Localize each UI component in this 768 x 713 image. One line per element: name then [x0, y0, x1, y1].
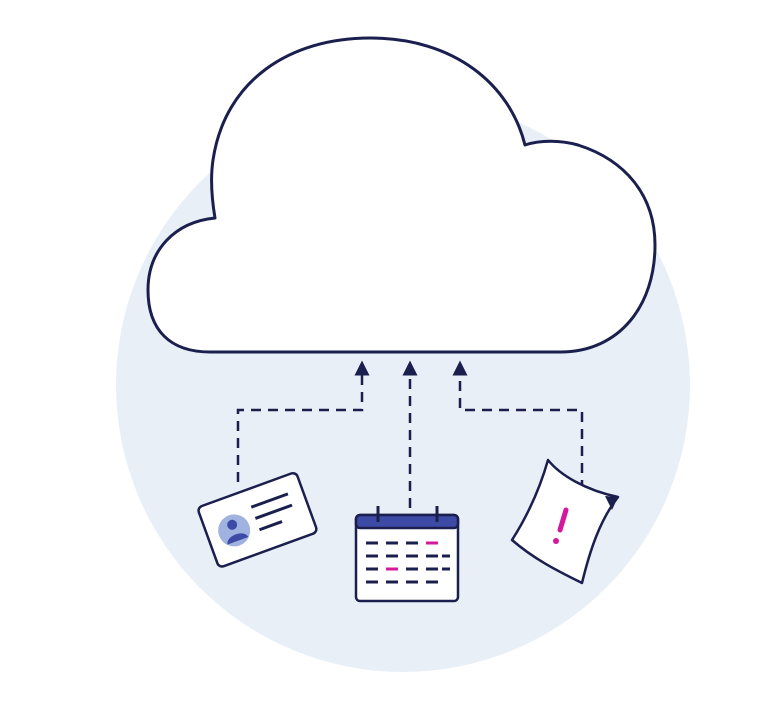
alert-mark-dot [553, 538, 559, 544]
alert-mark-stem [557, 507, 569, 533]
card-line-2 [254, 503, 293, 520]
card-line-3 [258, 520, 283, 532]
calendar-icon [354, 506, 460, 603]
alert-document-icon: ! [0, 0, 620, 585]
avatar-body [227, 533, 249, 545]
connectors [236, 360, 584, 508]
document-fold [605, 496, 618, 510]
card-line-1 [250, 492, 289, 509]
id-card-icon [197, 471, 318, 568]
dashed-arrow-left [236, 360, 370, 482]
dashed-arrow-right [452, 360, 584, 490]
alert-mark-text: ! [0, 0, 1, 1]
cloud-icon [146, 36, 657, 354]
avatar-head [227, 519, 238, 530]
calendar-grid [366, 541, 450, 584]
calendar-header [354, 513, 460, 530]
